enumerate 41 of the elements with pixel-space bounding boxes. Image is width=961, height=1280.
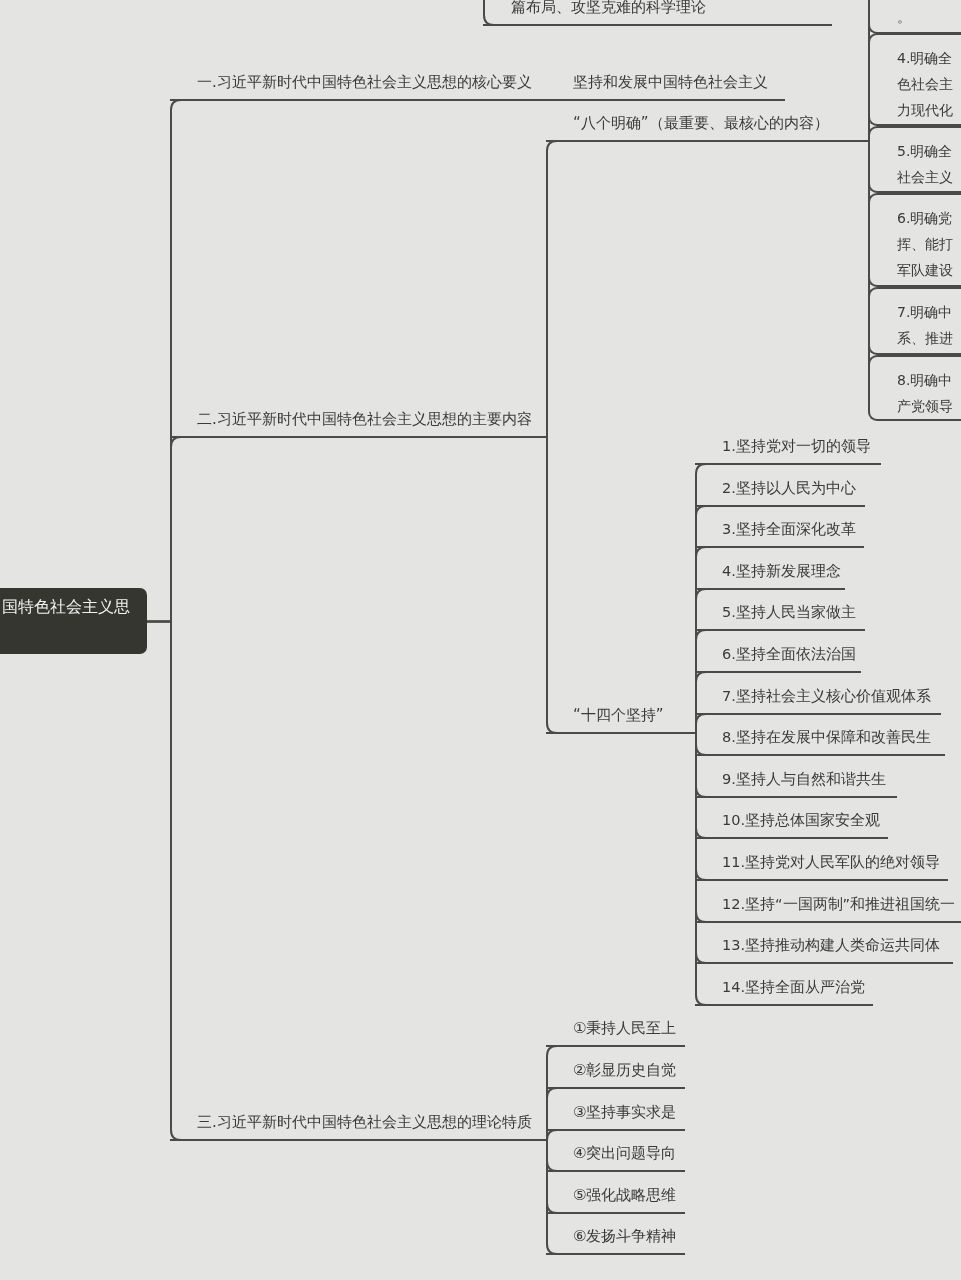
topic-text: 3.坚持全面深化改革 [722,520,857,539]
topic-text: 2.坚持以人民为中心 [722,479,857,498]
topic-text: 篇布局、攻坚克难的科学理论 [511,0,707,18]
underlined-topic [483,0,832,26]
topic-text: 。 [897,8,912,27]
topic-card [868,355,961,421]
topic-text: 4.坚持新发展理念 [722,562,842,581]
topic-text: 5.明确全社会主义 [897,142,954,187]
topic-text: “八个明确”（最重要、最核心的内容） [573,113,830,134]
topic-text: 一.习近平新时代中国特色社会主义思想的核心要义 [197,72,533,93]
topic-text: 12.坚持“一国两制”和推进祖国统一 [722,895,957,914]
topic-text: “十四个坚持” [573,705,665,726]
topic-text: 7.明确中系、推进 [897,303,954,348]
topic-text: 1.坚持党对一切的领导 [722,437,872,456]
topic-text: 5.坚持人民当家做主 [722,603,857,622]
topic-text: ⑥发扬斗争精神 [573,1226,678,1247]
topic-text: 11.坚持党对人民军队的绝对领导 [722,853,942,872]
topic-text: 国特色社会主义思 [2,596,131,618]
topic-text: 8.坚持在发展中保障和改善民生 [722,728,932,747]
topic-text: ①秉持人民至上 [573,1018,678,1039]
topic-card [868,193,961,287]
topic-text: 坚持和发展中国特色社会主义 [573,72,769,93]
topic-text: 9.坚持人与自然和谐共生 [722,770,887,789]
topic-text: ④突出问题导向 [573,1143,678,1164]
topic-text: 8.明确中产党领导 [897,371,954,416]
topic-text: 13.坚持推动构建人类命运共同体 [722,936,942,955]
topic-text: 7.坚持社会主义核心价值观体系 [722,687,932,706]
topic-text: 10.坚持总体国家安全观 [722,811,882,830]
topic-text: 三.习近平新时代中国特色社会主义思想的理论特质 [197,1112,533,1133]
topic-text: ②彰显历史自觉 [573,1060,678,1081]
topic-text: 14.坚持全面从严治党 [722,978,867,997]
topic-text: 6.明确党挥、能打军队建设 [897,209,954,280]
topic-text: 二.习近平新时代中国特色社会主义思想的主要内容 [197,409,533,430]
topic-card [868,287,961,355]
topic-text: 6.坚持全面依法治国 [722,645,857,664]
topic-text: 4.明确全色社会主力现代化 [897,49,954,120]
topic-text: ③坚持事实求是 [573,1102,678,1123]
topic-text: ⑤强化战略思维 [573,1185,678,1206]
topic-card [868,33,961,126]
topic-card [868,126,961,193]
root-topic-box [0,588,147,654]
